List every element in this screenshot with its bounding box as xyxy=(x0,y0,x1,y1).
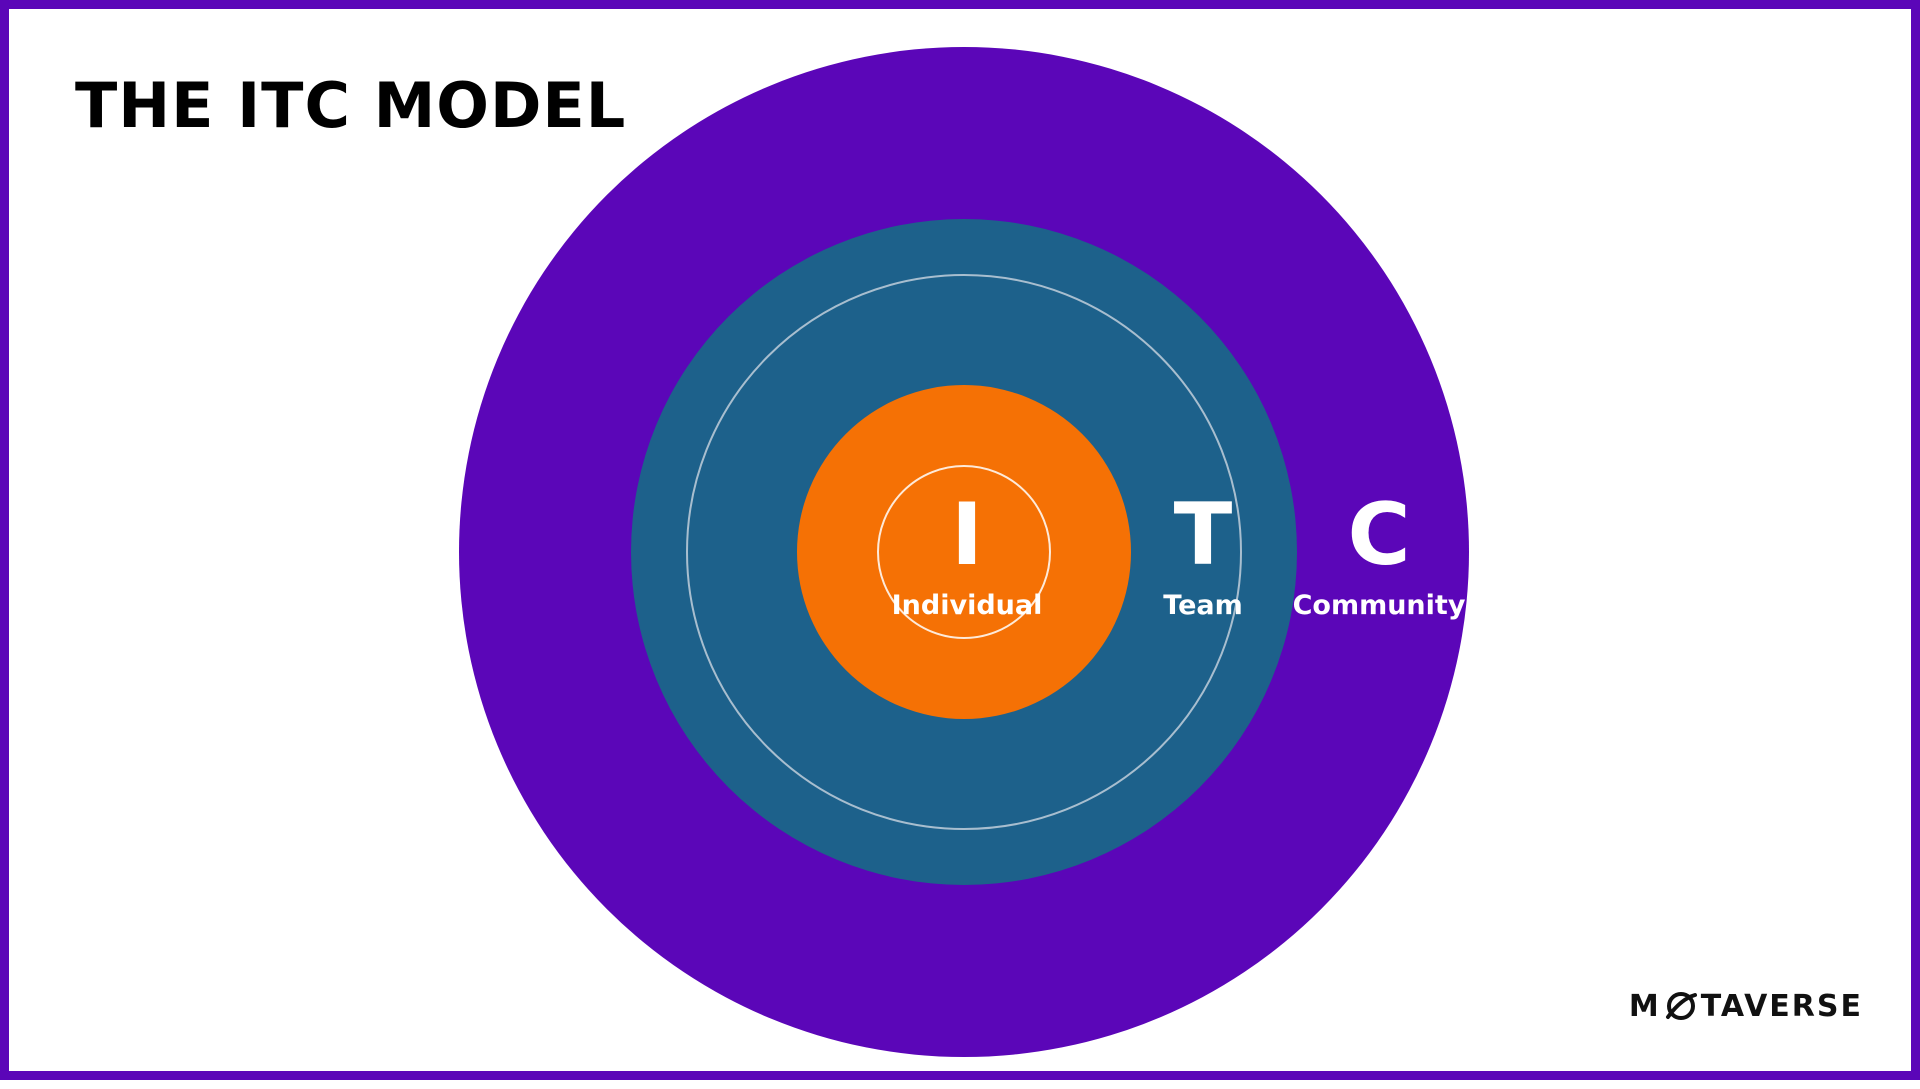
team-label: Team xyxy=(1163,590,1243,621)
logo-text-end: TAVERSE xyxy=(1700,988,1863,1024)
itc-diagram: I T C Individual Team Community xyxy=(459,47,1469,1057)
individual-label: Individual xyxy=(892,590,1043,621)
planet-icon xyxy=(1665,992,1697,1020)
logo-text-start: M xyxy=(1628,988,1661,1024)
motaverse-logo: M TAVERSE xyxy=(1629,987,1863,1025)
team-outline-ring xyxy=(686,274,1242,830)
individual-letter: I xyxy=(951,485,983,585)
individual-circle xyxy=(797,385,1131,719)
community-letter: C xyxy=(1347,485,1410,585)
community-label: Community xyxy=(1293,590,1466,621)
team-letter: T xyxy=(1174,485,1233,585)
individual-outline-ring xyxy=(877,465,1051,639)
slide-title: THE ITC MODEL xyxy=(75,69,627,142)
